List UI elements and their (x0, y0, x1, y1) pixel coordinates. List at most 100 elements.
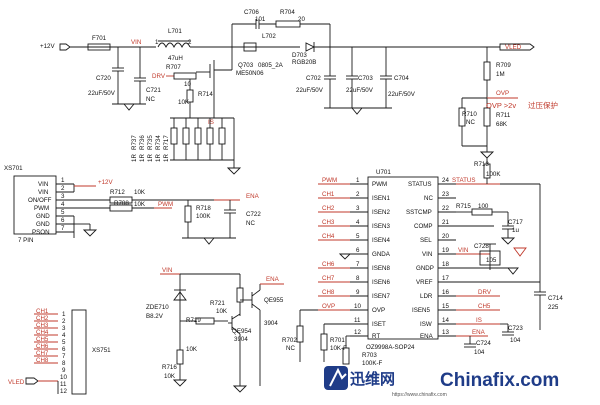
ch6-net-xs751: CH6 (36, 343, 49, 350)
svg-text:17: 17 (442, 275, 449, 282)
svg-text:24: 24 (442, 177, 449, 184)
QE954-ref: QE954 (232, 328, 252, 335)
R703-value: 100K-F (362, 360, 383, 367)
svg-text:SSTCMP: SSTCMP (406, 209, 432, 216)
svg-text:11: 11 (60, 381, 67, 388)
R702-value: NC (286, 345, 295, 352)
onoff-pwm-network: R712 10K ENA R708 10K PWM R718 100K C722… (74, 189, 261, 245)
C714-ref: C714 (548, 295, 563, 302)
svg-text:GNDP: GNDP (416, 265, 434, 272)
svg-text:1: 1 (62, 311, 66, 318)
ovp-net-label-u701: OVP (322, 303, 335, 310)
svg-text:GNDA: GNDA (372, 251, 391, 258)
ch7-net-u701: CH7 (322, 275, 335, 282)
svg-text:10: 10 (354, 303, 361, 310)
svg-text:PWM: PWM (34, 205, 49, 212)
XS701-type: 7 PIN (18, 237, 33, 244)
R709-ref: R709 (496, 62, 511, 69)
ch8-net-u701: CH8 (322, 289, 335, 296)
svg-text:10: 10 (60, 374, 67, 381)
C704-ref: C704 (394, 75, 409, 82)
Q703-ref: Q703 (238, 62, 254, 69)
R704-ref: R704 (280, 9, 295, 16)
R714-value: 10K (178, 99, 190, 106)
svg-text:20: 20 (442, 233, 449, 240)
L701-ref: L701 (168, 28, 182, 35)
R715-value: 100 (478, 203, 489, 210)
svg-text:GND: GND (36, 221, 50, 228)
watermark-en: Chinafix.com (440, 370, 559, 391)
R710-ref: R710 (462, 111, 477, 118)
R701-value: 10K-F (330, 345, 347, 352)
svg-text:13: 13 (442, 329, 449, 336)
svg-text:4: 4 (62, 332, 66, 339)
svg-text:22: 22 (442, 205, 449, 212)
F701-ref: F701 (92, 35, 107, 42)
ch5-net-u701: CH5 (478, 303, 491, 310)
supply-in-label: +12V (40, 43, 55, 50)
xs751-pins: 1 2 3 4 5 6 7 8 9 10 11 12 (60, 311, 67, 395)
R707-value: 10 (184, 81, 191, 88)
L702-ref: L702 (262, 33, 276, 40)
ch7-net-xs751: CH7 (36, 350, 49, 357)
supply-in-label-xs701: +12V (98, 179, 113, 186)
svg-text:6: 6 (356, 247, 360, 254)
svg-text:2: 2 (62, 318, 66, 325)
sense-resistor-array: R737 R736 R735 R734 R717 1R 1R 1R 1R 1R (131, 118, 234, 162)
svg-text:OVP: OVP (372, 307, 385, 314)
svg-text:NC: NC (424, 195, 433, 202)
svg-text:7: 7 (61, 225, 65, 232)
svg-text:ISEN3: ISEN3 (372, 223, 390, 230)
svg-text:VIN: VIN (422, 251, 432, 258)
svg-text:2: 2 (356, 191, 360, 198)
XS701-ref: XS701 (4, 165, 23, 172)
C706-value: 101 (255, 16, 266, 23)
watermark-logo-icon (324, 366, 348, 390)
xs751-connector: XS751 1 2 3 4 5 6 7 8 9 10 11 12 CH1 CH2… (8, 308, 111, 395)
svg-text:15: 15 (442, 303, 449, 310)
svg-text:ISEN2: ISEN2 (372, 209, 390, 216)
R712-ref: R712 (110, 189, 125, 196)
svg-text:LDR: LDR (420, 293, 433, 300)
QE954-value: 3904 (234, 336, 248, 343)
svg-text:8: 8 (62, 360, 66, 367)
C723-value: 104 (510, 337, 521, 344)
svg-text:3: 3 (61, 193, 65, 200)
svg-text:ISEN6: ISEN6 (372, 279, 390, 286)
C706-ref: C706 (244, 9, 259, 16)
ZDE710-value: B8.2V (146, 313, 164, 320)
watermark-cn: 迅维网 (350, 370, 395, 388)
ovp-note: OVP >2v (486, 101, 516, 110)
svg-text:9: 9 (62, 367, 66, 374)
inductor-icon (157, 42, 191, 49)
svg-text:1: 1 (155, 39, 159, 46)
vled-net-label: VLED (505, 44, 522, 51)
ch4-net-xs751: CH4 (36, 329, 49, 336)
L701-value: 47uH (168, 55, 183, 62)
R716-value: 10K (164, 373, 176, 380)
svg-text:ISEN8: ISEN8 (372, 265, 390, 272)
R709-value: 1M (496, 71, 505, 78)
QE955-ref: QE955 (264, 297, 284, 304)
R717-ref: R717 (163, 135, 170, 150)
svg-text:14: 14 (442, 317, 449, 324)
L702-value: 0805_2A (258, 62, 284, 69)
D703-ref: D703 (292, 52, 307, 59)
iset-rt-network: R702 NC R701 10K-F R703 100K-F (282, 309, 383, 367)
ferrite-bead-icon (243, 42, 257, 52)
svg-text:ISEN4: ISEN4 (372, 237, 390, 244)
svg-text:ISW: ISW (420, 321, 432, 328)
R719-value: 10K (186, 346, 198, 353)
svg-text:ISET: ISET (372, 321, 386, 328)
C717-ref: C717 (508, 219, 523, 226)
svg-text:16: 16 (442, 289, 449, 296)
svg-text:19: 19 (442, 247, 449, 254)
ena-net-label-bottom: ENA (266, 276, 280, 283)
R708-value: 10K (134, 201, 146, 208)
ch4-net-u701: CH4 (322, 233, 335, 240)
C703-value: 22uF/50V (346, 87, 374, 94)
ground-red-icon (513, 247, 527, 257)
